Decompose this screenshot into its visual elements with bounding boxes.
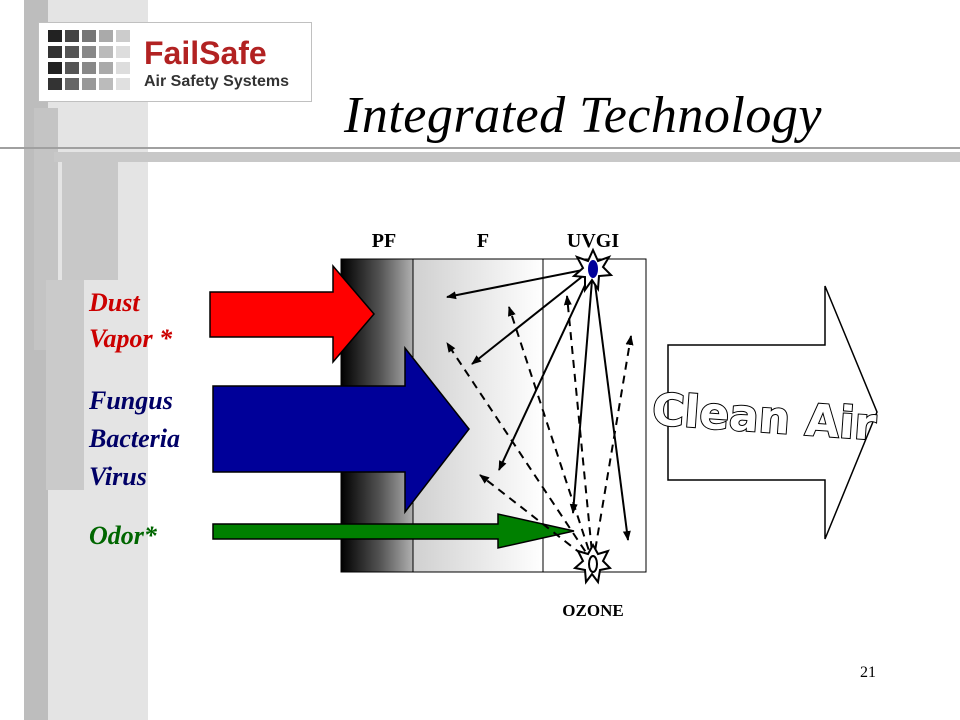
decorative-bar [46, 280, 84, 490]
microbe-arrow [212, 345, 470, 515]
uv-lamp-icon [571, 247, 614, 294]
uv-rays [446, 267, 631, 541]
title-rule [0, 147, 960, 149]
clean-air-arrow [667, 285, 878, 540]
layer-label-f: F [477, 230, 489, 252]
odor-arrow [212, 513, 575, 549]
pollutant-dust: Dust [89, 288, 140, 317]
layer-label-uvgi: UVGI [567, 230, 619, 252]
logo-grid-icon [48, 30, 130, 90]
pollutant-fungus: Fungus [89, 386, 173, 415]
pollutant-vapor: Vapor * [89, 324, 173, 353]
layer-label-pf: PF [372, 230, 396, 252]
ozone-source-icon [572, 542, 613, 585]
title-rule-shadow [54, 152, 960, 162]
ozone-rays [446, 295, 634, 564]
logo-brand: FailSafe [144, 35, 267, 71]
logo-tagline: Air Safety Systems [144, 73, 289, 90]
dust-vapor-arrow [209, 263, 375, 365]
failsafe-logo: FailSafe Air Safety Systems [37, 21, 313, 103]
pollutant-odor: Odor* [89, 521, 157, 550]
uvgi-layer [542, 258, 647, 573]
page-number: 21 [860, 664, 876, 681]
pollutant-virus: Virus [89, 462, 147, 491]
page-title: Integrated Technology [344, 87, 822, 144]
pollutant-bacteria: Bacteria [89, 424, 180, 453]
ozone-label: OZONE [562, 601, 623, 620]
decorative-bar [62, 160, 118, 280]
